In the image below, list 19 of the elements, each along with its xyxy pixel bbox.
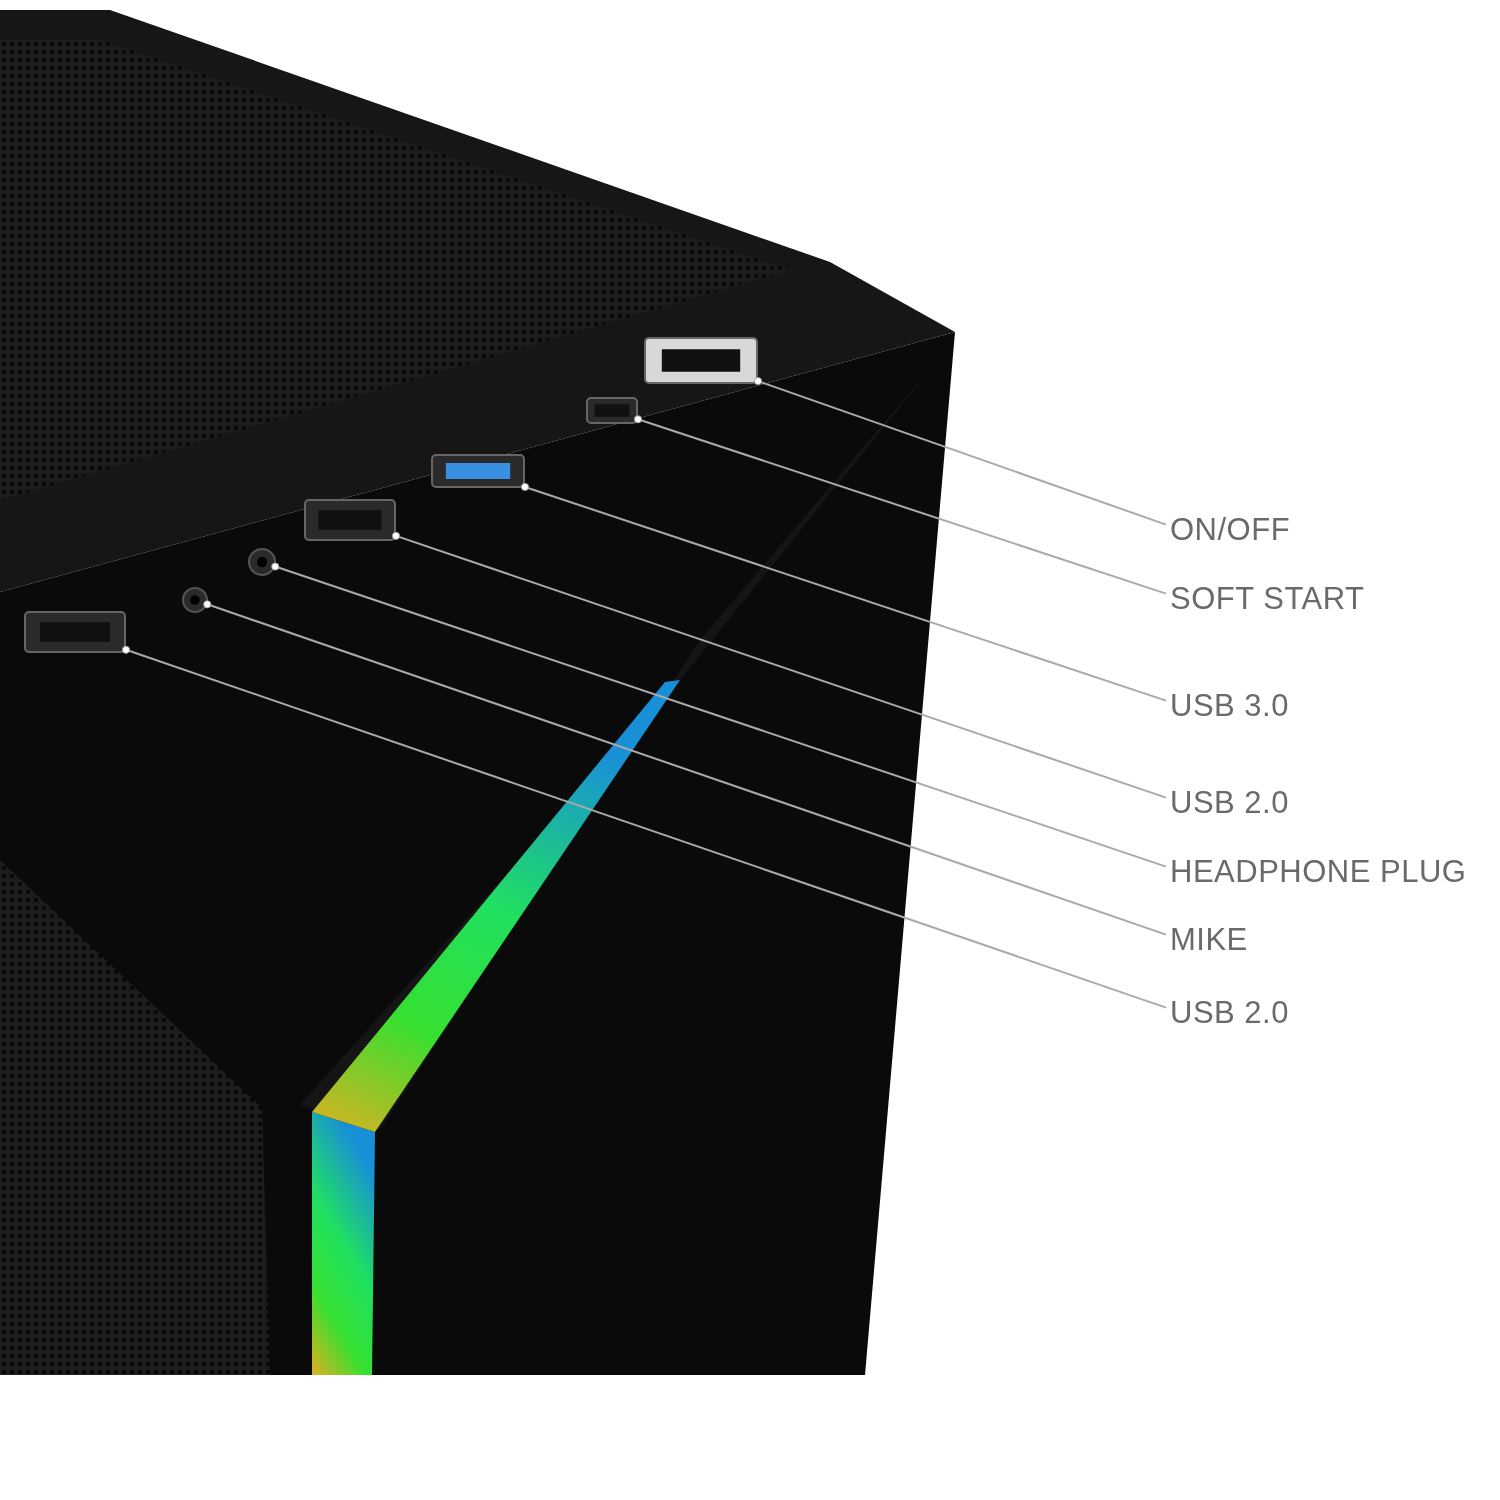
callout-label: MIKE <box>1170 922 1248 958</box>
usb-port <box>304 499 396 541</box>
callout-label: USB 2.0 <box>1170 785 1289 821</box>
callout-label: ON/OFF <box>1170 512 1291 548</box>
leader-line <box>121 645 1167 1009</box>
reset-button <box>586 397 638 424</box>
leader-line <box>391 531 1167 799</box>
leader-line <box>633 415 1167 595</box>
leader-line <box>271 562 1167 868</box>
usb-port <box>24 611 126 653</box>
power-button <box>644 337 758 384</box>
callout-label: USB 3.0 <box>1170 688 1289 724</box>
callout-label: USB 2.0 <box>1170 995 1289 1031</box>
leader-line <box>753 377 1167 526</box>
leader-line <box>520 482 1167 702</box>
callout-label: HEADPHONE PLUG <box>1170 854 1467 890</box>
usb-port <box>431 454 525 488</box>
leader-line <box>203 600 1167 936</box>
callout-label: SOFT START <box>1170 581 1365 617</box>
